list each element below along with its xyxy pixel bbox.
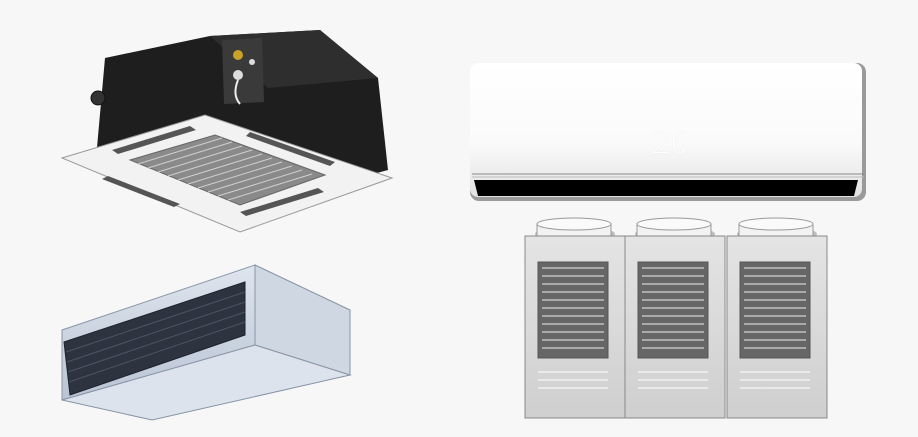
cassette-grille — [128, 134, 327, 206]
pipe-connection-panel — [222, 38, 264, 104]
duct-vent — [63, 281, 246, 396]
drain-port — [90, 90, 106, 106]
ceiling-cassette-unit — [60, 30, 394, 233]
outdoor-vrf-units — [524, 217, 828, 419]
ducted-unit — [61, 264, 352, 421]
temperature-display: 26 — [651, 126, 689, 160]
wall-split-unit — [470, 63, 866, 201]
outdoor-unit — [524, 217, 626, 419]
cassette-louvers — [102, 126, 335, 216]
air-outlet — [474, 180, 858, 196]
